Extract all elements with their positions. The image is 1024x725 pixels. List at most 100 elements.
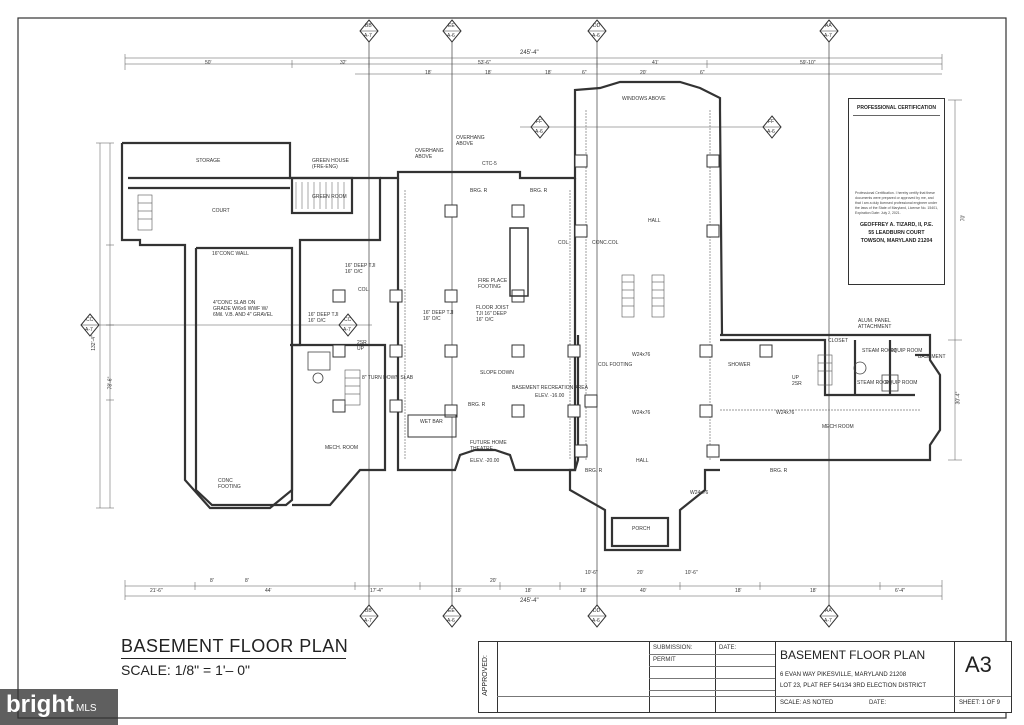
- sheet-id: A3: [965, 652, 992, 677]
- dim-bottom2-2: 8': [245, 578, 249, 584]
- room-overhang-1: OVERHANG ABOVE: [415, 148, 444, 160]
- note-conc-col: CONC.COL: [592, 240, 619, 246]
- grid-marker-mid-cc: CC: [344, 317, 352, 323]
- dim-overall-bottom: 245'-4": [520, 598, 539, 604]
- cert-name: GEOFFREY A. TIZARD, II, P.E.: [859, 222, 934, 228]
- brand-watermark: bright MLS: [0, 689, 118, 725]
- dim-left-mid: 78'-6": [107, 376, 114, 390]
- room-hall-lower: HALL: [636, 458, 649, 464]
- room-hall-upper: HALL: [648, 218, 661, 224]
- grid-marker-bottom-bb: BB: [365, 608, 372, 614]
- project-lot: LOT 23, PLAT REF 54/134 3RD ELECTION DIS…: [780, 683, 927, 689]
- submission-label: SUBMISSION:: [653, 645, 693, 651]
- scale-label: SCALE: 1/8" = 1'– 0": [121, 662, 250, 678]
- date-label: DATE:: [719, 645, 737, 651]
- dim-top2-3: 18': [545, 70, 552, 76]
- room-equip-1: EQUIP ROOM: [890, 348, 923, 354]
- watermark-tag: MLS: [76, 703, 97, 714]
- grid-marker-bottom-dd: DD: [593, 608, 601, 614]
- permit-label: PERMIT: [653, 657, 676, 663]
- note-w24-3: W24x76: [690, 490, 709, 496]
- note-conc-footing: CONC FOOTING: [218, 478, 241, 490]
- dim-bottom-6: 18': [580, 588, 587, 594]
- room-steam-2: STEAM ROOM: [857, 380, 892, 386]
- note-fireplace-footing: FIRE PLACE FOOTING: [478, 278, 508, 290]
- dim-top2-6: 6": [700, 70, 705, 76]
- room-porch: PORCH: [632, 526, 651, 532]
- grid-marker-top-aa: AA: [825, 23, 832, 29]
- grid-marker-top-aa-sheet: A-7: [824, 33, 832, 39]
- dim-overall-top: 245'-4": [520, 50, 539, 56]
- room-court: COURT: [212, 208, 230, 214]
- grid-marker-bottom-aa: AA: [825, 608, 832, 614]
- room-storage: STORAGE: [196, 158, 221, 164]
- dim-top2-5: 20': [640, 70, 647, 76]
- note-col-1: COL.: [358, 287, 370, 293]
- dim-bottom-8: 18': [735, 588, 742, 594]
- room-mech-left: MECH. ROOM: [325, 445, 359, 451]
- dim-bottom2-5: 20': [637, 570, 644, 576]
- room-green-house: GREEN HOUSE (FRE-ENG): [312, 158, 349, 170]
- note-brg-5: BRG. R: [770, 468, 788, 474]
- note-col-footing: COL FOOTING: [598, 362, 633, 368]
- dim-right-overall: 70': [960, 214, 967, 222]
- grid-marker-top-ee-sheet: A-6: [447, 33, 455, 39]
- note-tji-2: 16" DEEP TJI 16" O/C: [308, 312, 339, 324]
- grid-marker-ff-left: FF: [536, 119, 543, 125]
- dim-bottom-9: 18': [810, 588, 817, 594]
- dim-left-overall: 132'-4": [90, 335, 97, 351]
- room-alum-panel: ALUM. PANEL ATTACHMENT: [858, 318, 892, 330]
- note-tji-3: 16" DEEP TJI 16" O/C: [423, 310, 454, 322]
- dim-bottom2-3: 20': [490, 578, 497, 584]
- professional-certification: PROFESSIONAL CERTIFICATION Professional …: [848, 98, 945, 285]
- title-underline: [121, 658, 346, 659]
- grid-marker-top-dd-sheet: A-6: [592, 33, 600, 39]
- note-w24-1: W24x76: [632, 352, 651, 358]
- cert-address-1: 55 LEADBURN COURT: [868, 230, 925, 236]
- title-block-title: BASEMENT FLOOR PLAN: [780, 648, 926, 662]
- grid-marker-ff-right-sheet: A-6: [767, 129, 775, 135]
- dim-top2-4: 6": [582, 70, 587, 76]
- room-basement: BASEMENT: [918, 354, 946, 360]
- room-equip-2: EQUIP ROOM: [885, 380, 918, 386]
- note-slope-down: SLOPE DOWN: [480, 370, 514, 376]
- room-conc-wall: 16"CONC WALL: [212, 251, 249, 257]
- approved-label: APPROVED:: [481, 655, 489, 696]
- note-w24-4: W24x76: [776, 410, 795, 416]
- cert-heading: PROFESSIONAL CERTIFICATION: [857, 105, 936, 111]
- room-windows-above: WINDOWS ABOVE: [622, 96, 666, 102]
- room-closet: CLOSET: [828, 338, 849, 344]
- grid-marker-ff-right: FF: [768, 119, 775, 125]
- note-col-2: COL.: [558, 240, 570, 246]
- grid-marker-top-ee: EE: [448, 23, 455, 29]
- title-block-date: DATE:: [869, 700, 887, 706]
- grid-marker-left-cc: CC: [86, 317, 94, 323]
- dim-bottom-2: 44': [265, 588, 272, 594]
- dim-top-3: 53'-6": [478, 60, 491, 66]
- grid-marker-left-cc-sheet: A-7: [85, 327, 93, 333]
- room-green-room: GREEN ROOM: [312, 194, 347, 200]
- room-recreation-elev: ELEV. -16.00: [535, 393, 565, 399]
- note-w24-2: W24x76: [632, 410, 651, 416]
- note-floor-joist: FLOOR JOIST TJI 16" DEEP 16" O/C: [476, 305, 509, 323]
- room-shower: SHOWER: [728, 362, 751, 368]
- dim-top-4: 41': [652, 60, 659, 66]
- grid-marker-mid-cc-sheet: A-7: [343, 327, 351, 333]
- note-brg-4: BRG. R: [585, 468, 603, 474]
- grid-marker-bottom-ee-sheet: A-6: [447, 618, 455, 624]
- room-theatre-elev: ELEV. -20.00: [470, 458, 500, 464]
- dim-bottom-10: 6'-4": [895, 588, 905, 594]
- watermark-brand: bright: [6, 691, 74, 718]
- room-wet-bar: WET BAR: [420, 419, 443, 425]
- title-block-scale: SCALE: AS NOTED: [780, 700, 834, 706]
- grid-marker-top-dd: DD: [593, 23, 601, 29]
- dim-top-1: 50': [205, 60, 212, 66]
- note-2sr-up-left: 2SR UP: [357, 340, 367, 352]
- grid-marker-top-bb-sheet: A-7: [364, 33, 372, 39]
- dim-bottom-3: 17'-4": [370, 588, 383, 594]
- dim-top-5: 59'-10": [800, 60, 816, 66]
- room-mech-right: MECH ROOM: [822, 424, 854, 430]
- room-home-theatre: FUTURE HOME THEATRE: [470, 440, 507, 452]
